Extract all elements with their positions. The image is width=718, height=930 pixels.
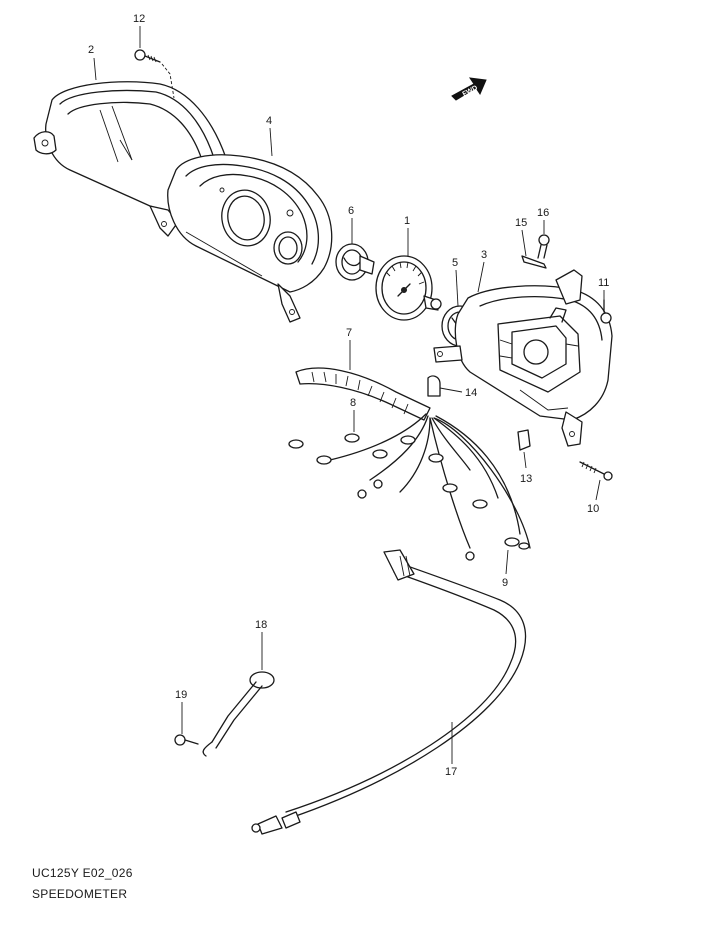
leader-lines: [93, 26, 605, 764]
callout-8: 8: [350, 397, 356, 409]
model-code-label: UC125Y E02_026: [32, 866, 133, 880]
callout-16: 16: [537, 207, 549, 219]
cable-guide-part-18: [202, 671, 275, 757]
callout-11: 11: [598, 277, 609, 289]
callout-12: 12: [133, 13, 145, 25]
speedometer-cable-part: [251, 549, 527, 835]
fwd-direction-badge: FWD: [451, 77, 487, 101]
rear-case-part: [433, 269, 613, 447]
bulb-part-8: [288, 433, 488, 509]
screw-part-11: [600, 299, 612, 324]
callout-17: 17: [445, 766, 457, 778]
bulb-part-9: [504, 537, 530, 550]
screw-part-12: [134, 49, 175, 99]
callout-labels: 1 2 3 4 5 6 7 8 9 10 11 12 13 14 15 16 1…: [88, 13, 609, 778]
callout-7: 7: [346, 327, 352, 339]
wiring-harness-part: [288, 367, 531, 561]
speedometer-gauge-part: [375, 255, 442, 321]
clamp-part-14: [427, 375, 441, 397]
clip-part-13: [517, 429, 531, 451]
callout-13: 13: [520, 473, 532, 485]
callout-1: 1: [404, 215, 410, 227]
callout-2: 2: [88, 44, 94, 56]
callout-15: 15: [515, 217, 527, 229]
callout-5: 5: [452, 257, 458, 269]
screw-part-16: [537, 234, 550, 259]
screw-part-10: [579, 461, 613, 481]
callout-6: 6: [348, 205, 354, 217]
callout-14: 14: [465, 387, 477, 399]
meter-housing-part: [167, 154, 333, 323]
callout-19: 19: [175, 689, 187, 701]
callout-9: 9: [502, 577, 508, 589]
socket-part-6: [335, 243, 375, 281]
callout-10: 10: [587, 503, 599, 515]
bracket-part-15: [521, 255, 547, 269]
fwd-label: FWD: [462, 85, 479, 99]
callout-4: 4: [266, 115, 272, 127]
callout-3: 3: [481, 249, 487, 261]
screw-part-19: [174, 734, 199, 746]
section-title: SPEEDOMETER: [32, 887, 128, 901]
callout-18: 18: [255, 619, 267, 631]
